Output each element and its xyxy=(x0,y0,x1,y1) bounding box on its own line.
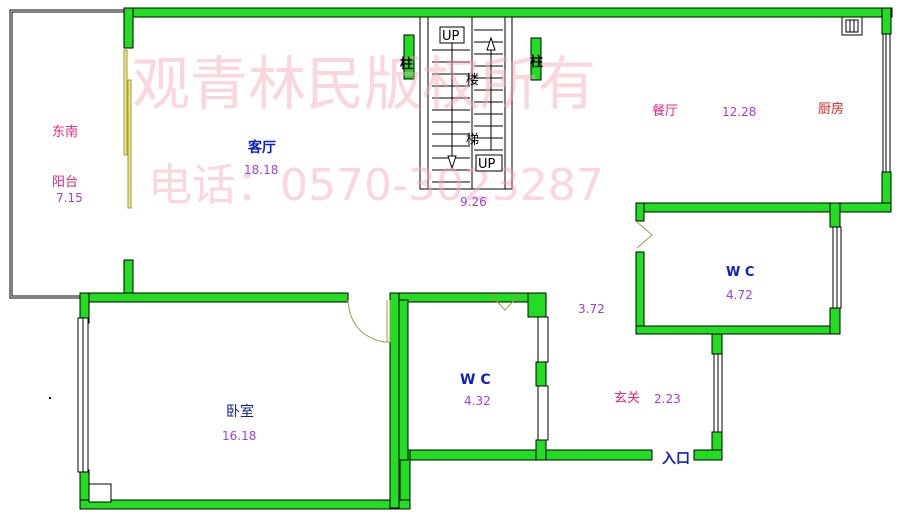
stairs-area: 9.26 xyxy=(460,195,487,209)
wc-right-top-wall xyxy=(635,202,892,213)
wc-right-left-wall-top xyxy=(635,202,645,222)
bedroom-label: 卧室 xyxy=(226,403,254,420)
stairs-outline xyxy=(419,16,513,190)
bottom-wall-mid xyxy=(405,449,653,461)
pillar-right-label: 柱 xyxy=(530,54,543,70)
entrance-label: 入口 xyxy=(662,451,690,467)
bedroom-right-wall xyxy=(389,292,400,509)
wc-right-area: 4.72 xyxy=(726,288,753,302)
wc-mid-right-wall-bottom xyxy=(535,439,547,461)
foyer-area: 2.23 xyxy=(654,392,681,406)
wc-right-bottom-wall xyxy=(635,325,841,335)
living-left-wall-top xyxy=(123,7,134,49)
balcony-area: 7.15 xyxy=(56,191,83,205)
wc-mid-left-wall xyxy=(398,299,409,461)
dining-room-label: 餐厅 xyxy=(652,103,678,119)
balcony-label-1: 东南 xyxy=(52,124,78,140)
bedroom-bottom-wall xyxy=(79,499,411,510)
foyer-right-wall-top xyxy=(711,333,723,355)
entrance-wall-right xyxy=(693,449,723,461)
wc-mid-right-wall-top xyxy=(527,292,547,318)
wc-mid-window-bottom xyxy=(537,385,549,441)
balcony-door-right xyxy=(127,79,132,209)
stairs-up-label-top: UP xyxy=(442,29,460,44)
pillar-right xyxy=(530,37,542,81)
balcony-label-2: 阳台 xyxy=(52,175,78,190)
bedroom-door xyxy=(347,299,391,343)
bedroom-top-wall xyxy=(79,292,349,303)
bedroom-cabinet xyxy=(88,483,112,503)
wc-right-right-wall-bottom xyxy=(829,307,841,335)
balcony-inner-outline xyxy=(11,11,124,297)
stairs-up-arrow-icon xyxy=(486,36,496,51)
living-left-wall-bottom xyxy=(123,259,134,297)
living-room-label: 客厅 xyxy=(247,139,276,156)
balcony-outline xyxy=(9,9,124,299)
dining-room-area: 12.28 xyxy=(722,105,756,119)
marker-dot xyxy=(49,397,51,399)
living-room-area: 18.18 xyxy=(244,163,278,177)
stove-icon xyxy=(841,16,863,36)
right-wall-top xyxy=(881,7,892,35)
wc-mid-top-wall xyxy=(389,292,547,303)
wc-mid-door xyxy=(489,293,521,311)
wc-right-label: W C xyxy=(726,265,754,280)
pillar-left-label: 柱 xyxy=(400,56,413,72)
wc-mid-window-top xyxy=(537,316,549,363)
stairs-label-2: 梯 xyxy=(466,133,479,148)
watermark-line1: 观青林民版权所有 xyxy=(132,50,596,118)
balcony-door-left xyxy=(123,49,128,156)
kitchen-label: 厨房 xyxy=(818,101,844,117)
wc-mid-right-wall-mid xyxy=(535,361,547,387)
corridor-area: 3.72 xyxy=(578,302,605,316)
wc-mid-label: W C xyxy=(460,372,491,388)
foyer-label: 玄关 xyxy=(614,391,640,406)
wc-right-door xyxy=(636,221,653,249)
wc-right-left-wall xyxy=(635,251,645,335)
watermark-line2: 电话：0570-3023287 xyxy=(148,160,604,211)
stairs-label-1: 楼 xyxy=(466,73,479,88)
wc-right-right-wall-top xyxy=(829,202,841,228)
bedroom-area: 16.18 xyxy=(222,429,256,443)
wc-mid-area: 4.32 xyxy=(464,394,491,408)
pillar-left xyxy=(403,34,415,80)
stairs-up-label-bottom: UP xyxy=(478,157,496,172)
top-wall xyxy=(123,7,893,18)
